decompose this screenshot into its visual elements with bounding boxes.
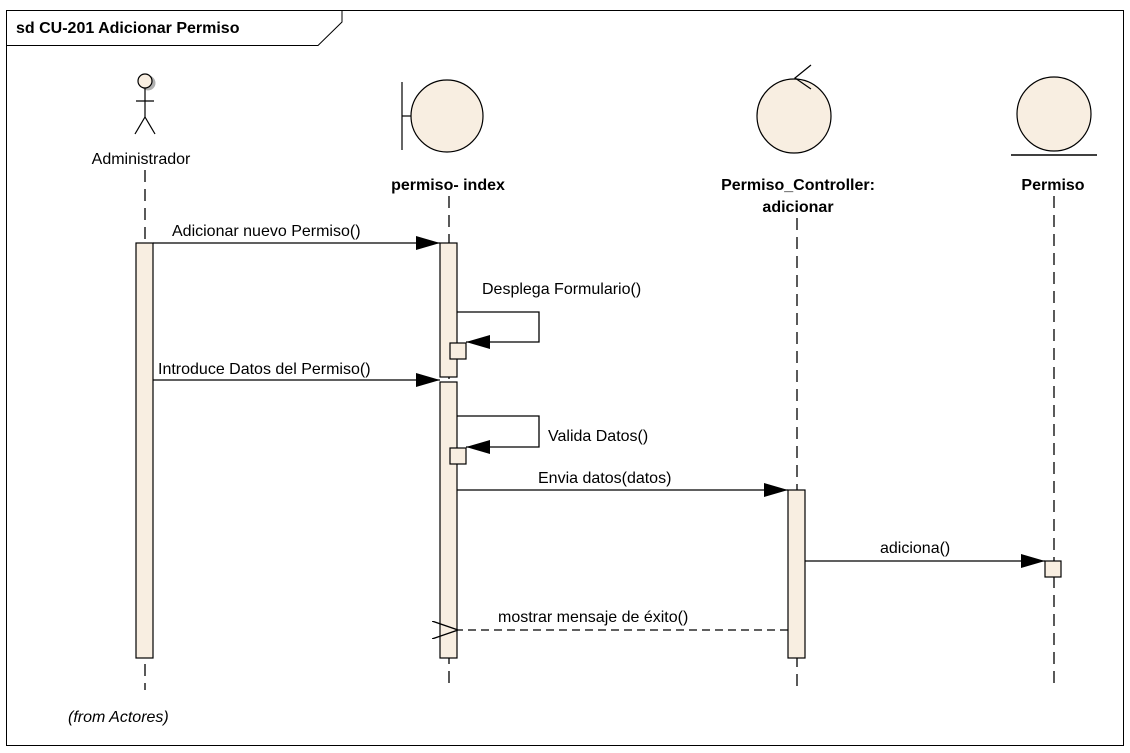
message-4-label: Valida Datos() [548, 428, 648, 445]
control-icon [756, 64, 832, 154]
entity-icon [1011, 76, 1097, 156]
control-name-line1: Permiso_Controller: [721, 177, 875, 194]
entity-name: Permiso [1021, 177, 1084, 194]
self-call-activation-1 [449, 342, 467, 360]
control-activation-bar [787, 489, 806, 659]
message-2-arrow [457, 311, 540, 349]
self-call-activation-2 [449, 447, 467, 465]
frame-border [6, 10, 1124, 746]
message-6-label: adiciona() [880, 540, 950, 557]
frame-title: sd CU-201 Adicionar Permiso [16, 20, 240, 37]
message-4-arrow [457, 415, 540, 454]
message-5-label: Envia datos(datos) [538, 470, 671, 487]
boundary-icon [401, 79, 484, 153]
control-name-line2: adicionar [762, 199, 833, 216]
frame-title-tab [6, 10, 343, 46]
boundary-name: permiso- index [391, 177, 505, 194]
message-1-label: Adicionar nuevo Permiso() [172, 223, 361, 240]
actor-origin-note: (from Actores) [68, 709, 169, 726]
boundary-activation-bar-2 [439, 381, 458, 659]
message-2-label: Desplega Formulario() [482, 281, 641, 298]
message-3-label: Introduce Datos del Permiso() [158, 361, 371, 378]
entity-activation-box [1044, 560, 1062, 578]
actor-icon [134, 73, 156, 135]
actor-activation-bar [135, 242, 154, 659]
message-7-label: mostrar mensaje de éxito() [498, 609, 688, 626]
actor-name: Administrador [92, 151, 191, 168]
